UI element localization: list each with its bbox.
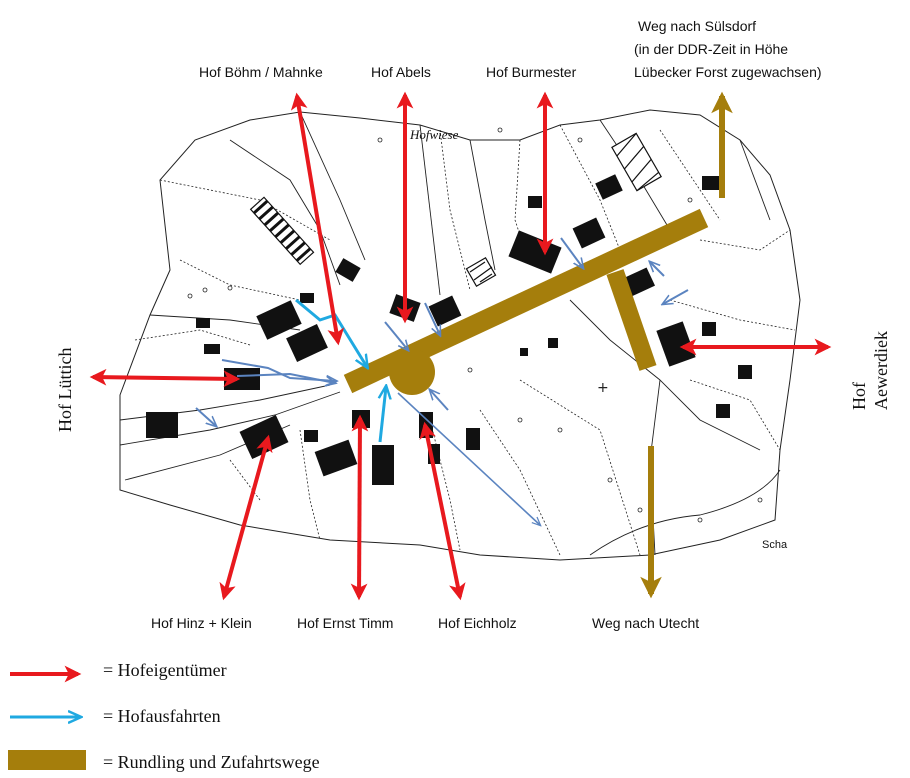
map-label-hofwiese: Hofwiese	[409, 127, 459, 142]
exit-arrow	[384, 321, 408, 350]
owner-arrow-luettich	[89, 368, 241, 388]
rundling-circle	[389, 349, 435, 395]
label-hof-burmester: Hof Burmester	[486, 64, 577, 80]
exit-arrow	[380, 387, 386, 443]
label-weg-suelsdorf-note: (in der DDR-Zeit in Höhe	[634, 41, 788, 57]
legend: = Hofeigentümer = Hofausfahrten = Rundli…	[8, 660, 320, 772]
label-hof-hinz-klein: Hof Hinz + Klein	[151, 615, 252, 631]
label-hof-ernst-timm: Hof Ernst Timm	[297, 615, 393, 631]
legend-owner-label: = Hofeigentümer	[103, 660, 227, 680]
exit-arrow	[650, 262, 665, 277]
owner-arrows	[89, 91, 832, 601]
exit-arrows	[195, 237, 689, 525]
legend-exits-label: = Hofausfahrten	[103, 706, 221, 726]
exit-arrow	[430, 390, 449, 411]
owner-arrow-boehm	[290, 92, 345, 346]
label-weg-suelsdorf: Weg nach Sülsdorf	[638, 18, 756, 34]
legend-roads-label: = Rundling und Zufahrtswege	[103, 752, 320, 772]
map-crosshair: +	[597, 380, 609, 396]
exit-arrow	[236, 372, 335, 383]
label-hof-boehm-mahnke: Hof Böhm / Mahnke	[199, 64, 323, 80]
exit-arrow	[195, 407, 216, 426]
exit-arrow	[560, 237, 583, 268]
label-hof-aewerdiek: Aewerdiek	[871, 331, 891, 410]
legend-roads-symbol	[8, 750, 86, 770]
label-hof-abels: Hof Abels	[371, 64, 431, 80]
label-weg-utecht: Weg nach Utecht	[592, 615, 699, 631]
label-hof-aewerdiek: Hof	[849, 382, 869, 410]
exit-arrow	[663, 289, 689, 304]
survey-points	[187, 127, 763, 523]
label-weg-suelsdorf-note: Lübecker Forst zugewachsen)	[634, 64, 822, 80]
owner-arrow-hinz	[219, 434, 273, 601]
label-hof-luettich: Hof Lüttich	[55, 348, 75, 432]
roads	[343, 208, 709, 395]
map-label-scha: Scha	[762, 539, 788, 551]
exit-arrow	[397, 392, 540, 525]
owner-arrow-timm	[350, 414, 369, 601]
owner-arrow-eichholz	[419, 421, 466, 601]
exit-arrow	[424, 302, 440, 335]
branch-road	[606, 269, 657, 371]
label-hof-eichholz: Hof Eichholz	[438, 615, 517, 631]
